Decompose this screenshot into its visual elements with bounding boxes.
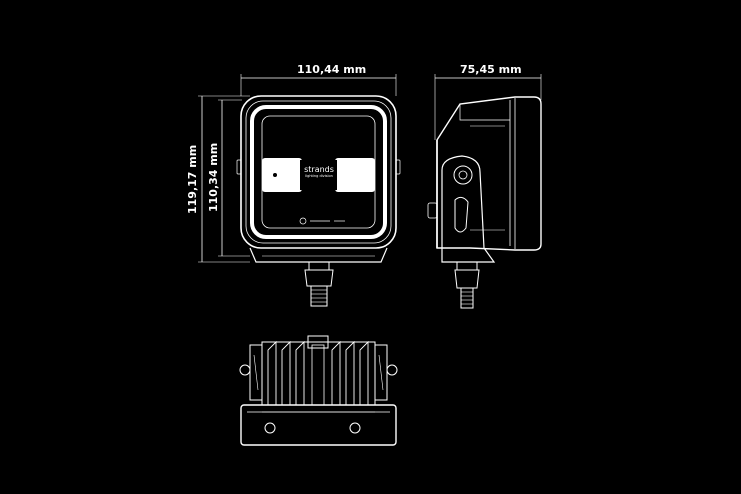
front-view (198, 74, 401, 307)
back-view (239, 335, 398, 446)
overall-height-dimension: 119,17 mm (186, 144, 199, 214)
brand-logo: strands lighting division (301, 165, 337, 179)
brand-logo-word: strands (304, 165, 334, 174)
side-depth-dimension: 75,45 mm (460, 63, 522, 76)
housing-height-dimension: 110,34 mm (207, 142, 220, 212)
side-view (427, 74, 542, 309)
front-width-dimension: 110,44 mm (297, 63, 367, 76)
brand-logo-tagline: lighting division (305, 174, 333, 178)
